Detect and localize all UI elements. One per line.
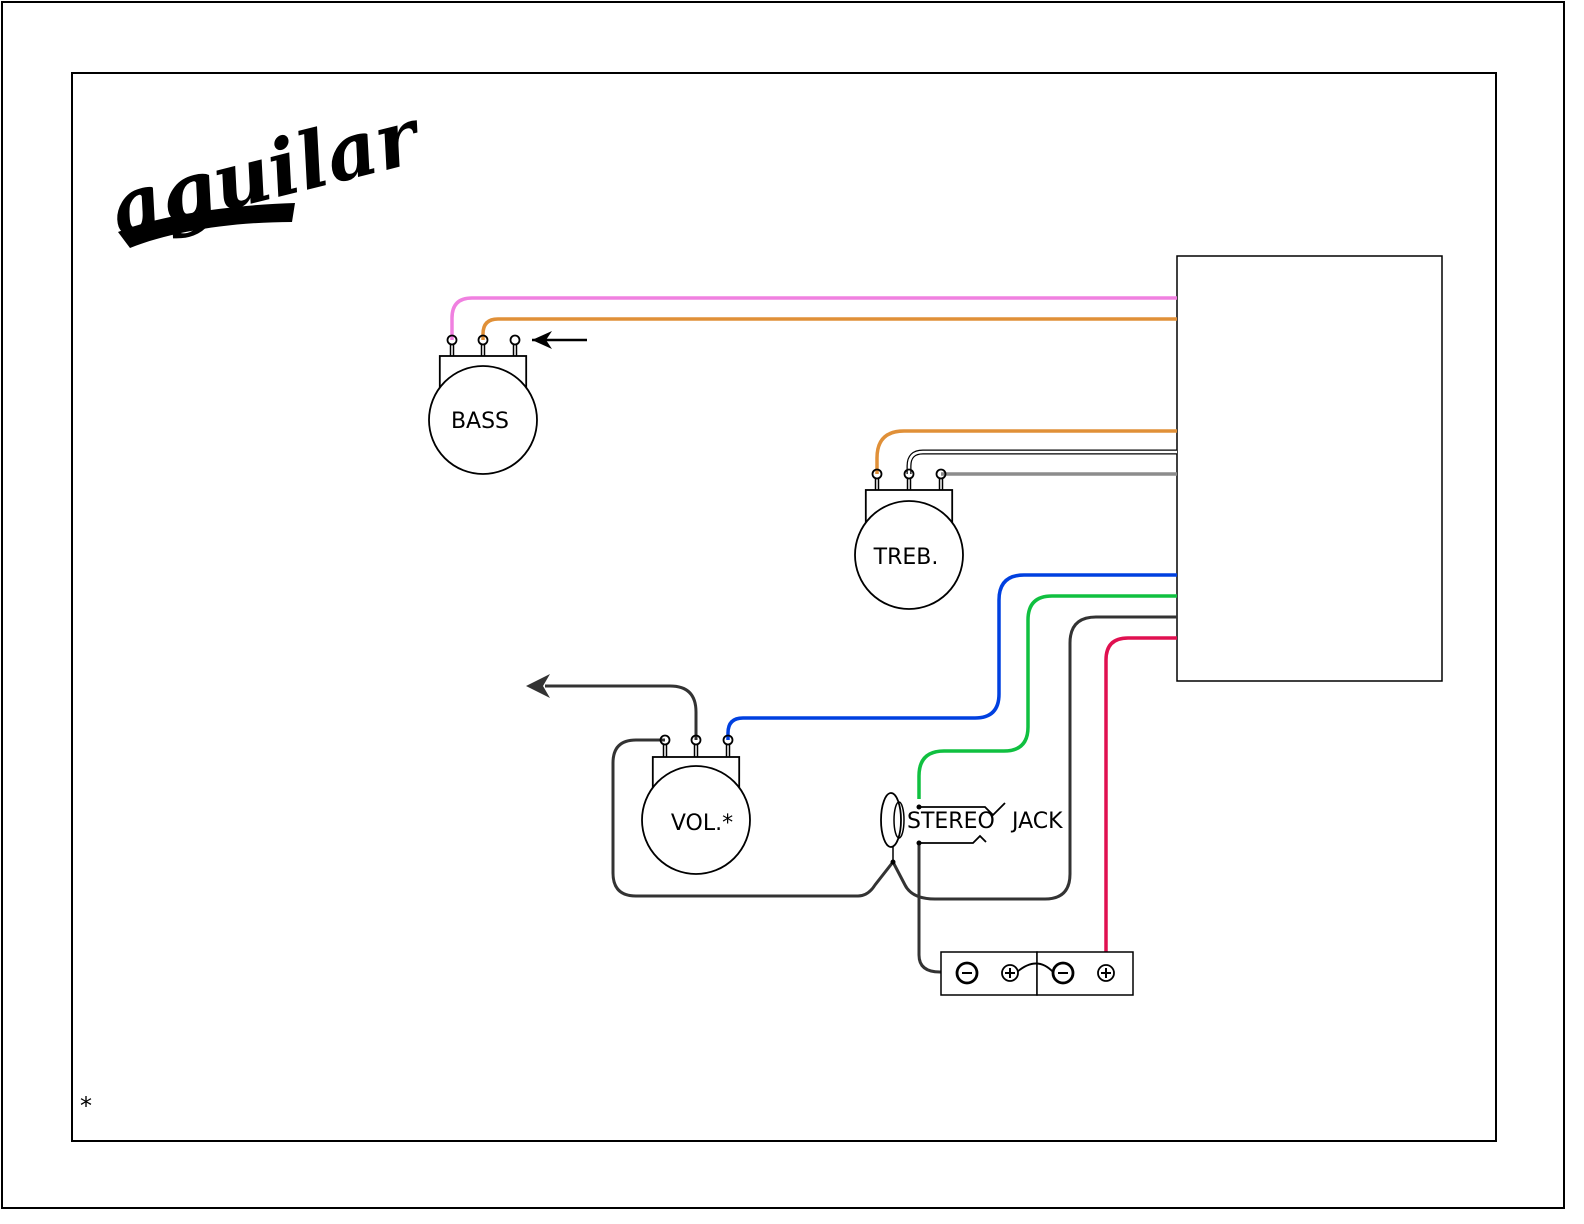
wire-battery-red [1106,638,1177,972]
volume-pot-label: VOL.* [671,811,733,836]
jack-label-stereo: STEREO [907,809,995,834]
treble-pot-label: TREB. [873,545,939,570]
aguilar-logo-icon: aguilar [101,90,431,255]
wire-treble-white [909,452,1177,474]
jack-label-jack: JACK [1010,809,1063,834]
preamp-module [1177,256,1442,681]
treble-pot [855,470,963,610]
wire-volume-output-black [545,686,696,740]
wire-volume-blue [728,575,1177,740]
jack-barrel [881,793,901,847]
wire-jack-green [919,596,1177,799]
jack-ring-point [917,841,922,846]
bass-pot [429,336,537,475]
bass-pot-lug-3 [511,336,520,345]
logo-text: aguilar [101,90,431,255]
wire-layer [452,298,1177,972]
wire-treble-white-outline [909,452,1177,474]
bass-pot-label: BASS [451,409,509,434]
wire-bass-orange [483,319,1177,340]
battery-cell-1 [941,952,1037,995]
wire-jack-sleeve-black [893,617,1177,899]
volume-pot [642,736,750,875]
jack-ring-contact [919,836,986,843]
battery-pack [941,952,1133,995]
footnote-marker: * [80,1092,92,1120]
battery-cell-2 [1037,952,1133,995]
jack-sleeve-point [891,860,896,865]
